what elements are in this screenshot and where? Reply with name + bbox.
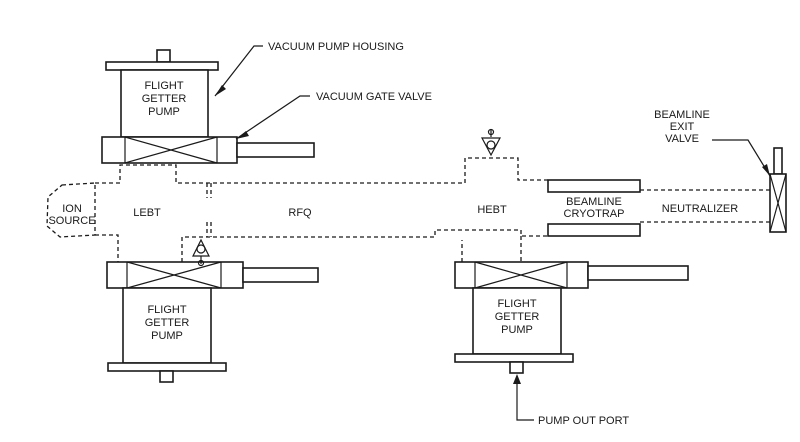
top-pump-housing (120, 69, 209, 138)
bl-pump-label-line2: GETTER (145, 317, 190, 329)
bottom-left-valve-actuator (242, 267, 319, 283)
top-pump-assembly: FLIGHT GETTER PUMP (101, 49, 315, 164)
bottom-right-valve-actuator (587, 265, 689, 281)
callout-gate-leader (235, 95, 310, 140)
envelope-bottom-b (181, 229, 548, 262)
callout-housing-leader (214, 45, 263, 97)
callout-exit-leader (712, 139, 771, 177)
exit-valve-label-line3: VALVE (665, 133, 699, 145)
gauge-top-hebt (481, 128, 501, 157)
rfq-wall-top (206, 183, 212, 198)
gauge-top-triangle (481, 137, 501, 157)
hebt-label: HEBT (477, 204, 507, 216)
bl-pump-label-line3: PUMP (151, 330, 183, 342)
vacuum-pump-housing-label: VACUUM PUMP HOUSING (268, 41, 404, 53)
beamline-envelope (46, 157, 772, 262)
callout-vacuum-gate-valve: VACUUM GATE VALVE (235, 91, 432, 140)
lebt-label: LEBT (133, 207, 161, 219)
callout-port-leader (516, 378, 534, 421)
bottom-right-pump-assembly: FLIGHT GETTER PUMP (454, 261, 689, 374)
callout-port-arrowhead (513, 374, 521, 384)
ion-source-label-line1: ION (62, 203, 82, 215)
rfq-label: RFQ (288, 207, 312, 219)
exit-valve-cross-b (769, 173, 787, 233)
cryotrap-label-line2: CRYOTRAP (564, 208, 625, 220)
bottom-left-pump-flange (107, 362, 227, 372)
top-pump-flange (105, 61, 219, 71)
gauge-top-knob (487, 128, 495, 136)
top-pump-port-nub (156, 49, 171, 63)
gauge-bottom-triangle (192, 238, 210, 257)
rfq-wall-bottom (206, 222, 212, 237)
callout-vacuum-pump-housing: VACUUM PUMP HOUSING (214, 41, 404, 97)
top-pump-label-line2: GETTER (142, 93, 187, 105)
bl-valve-cross-b (126, 261, 222, 289)
exit-valve-stem (773, 147, 783, 175)
callout-exit-arrowhead (762, 164, 770, 176)
envelope-top-left (95, 157, 548, 184)
bottom-left-pump-assembly: FLIGHT GETTER PUMP (106, 261, 319, 383)
gauge-bottom-dial (196, 244, 206, 254)
ion-source-outline (46, 182, 96, 238)
br-pump-label-line1: FLIGHT (497, 298, 536, 310)
callout-beamline-exit-valve: BEAMLINE EXIT VALVE (654, 109, 771, 177)
pump-out-port-nub (509, 361, 524, 374)
top-pump-label-line3: PUMP (148, 106, 180, 118)
bl-pump-label-line1: FLIGHT (147, 304, 186, 316)
pump-out-port-label: PUMP OUT PORT (538, 415, 629, 427)
exit-valve-label-line1: BEAMLINE (654, 109, 710, 121)
top-valve-cross-b (124, 136, 218, 164)
bottom-left-pump-port-nub (159, 370, 174, 383)
top-pump-label-line1: FLIGHT (144, 80, 183, 92)
gauge-bottom-knob (197, 259, 205, 267)
br-pump-label-line3: PUMP (501, 324, 533, 336)
neutralizer-label: NEUTRALIZER (662, 203, 738, 215)
top-valve-actuator (236, 142, 315, 158)
gauge-bottom-lebt (192, 238, 210, 267)
cryotrap-top-plate (547, 179, 641, 193)
callout-pump-out-port: PUMP OUT PORT (513, 374, 629, 427)
exit-valve-label-line2: EXIT (670, 121, 695, 133)
beamline-cryotrap: BEAMLINE CRYOTRAP (547, 179, 641, 237)
beamline-exit-valve (769, 147, 787, 233)
vacuum-gate-valve-label: VACUUM GATE VALVE (316, 91, 432, 103)
gauge-top-dial (486, 140, 496, 150)
cryotrap-bottom-plate (547, 223, 641, 237)
ion-source-label-line2: SOURCE (48, 215, 95, 227)
bottom-left-pump-housing (122, 287, 212, 364)
br-valve-cross-b (474, 261, 568, 289)
callout-housing-arrowhead (215, 85, 226, 96)
bottom-right-pump-flange (454, 353, 574, 363)
callout-gate-arrowhead (236, 131, 249, 139)
envelope-bottom-a (95, 234, 119, 262)
br-pump-label-line2: GETTER (495, 311, 540, 323)
cryotrap-label-line1: BEAMLINE (566, 196, 622, 208)
